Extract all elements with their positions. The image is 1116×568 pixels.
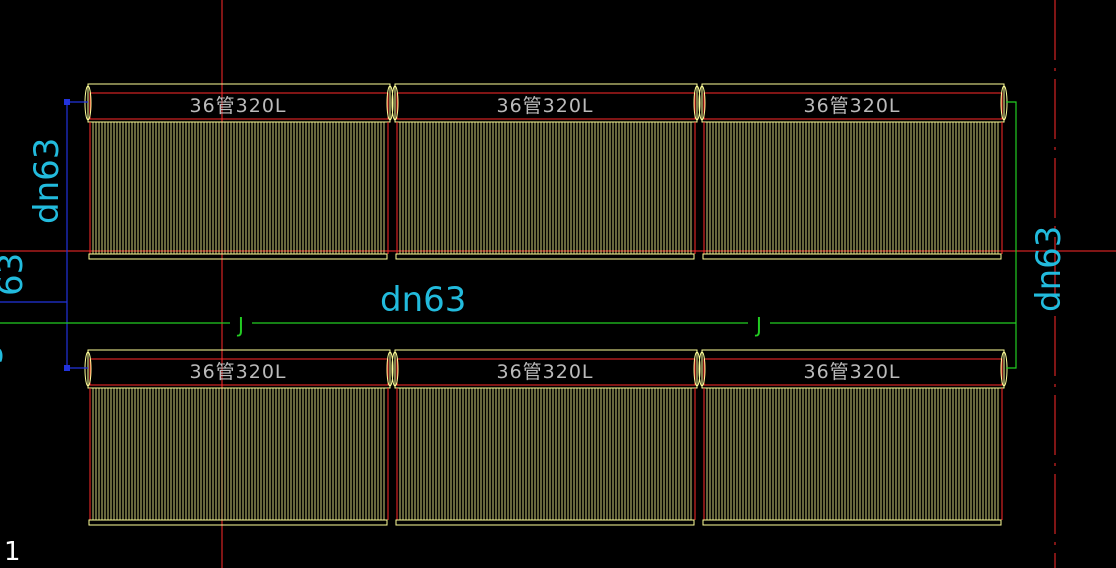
panel-end-cap: [698, 85, 706, 121]
panel-end-cap: [84, 351, 92, 387]
panel-bottom-rail: [395, 253, 695, 260]
piping: J J: [0, 99, 1017, 371]
panel-header-tank: [394, 83, 698, 123]
panel-header-inner: [703, 92, 1003, 120]
panel-header-inner: [89, 92, 389, 120]
right-riser-pipe: [1006, 101, 1017, 369]
pipe-node-bottom: [64, 365, 70, 371]
panel-header-inner: [89, 358, 389, 386]
solar-panel: 36管320L: [391, 349, 701, 526]
solar-panel: 36管320L: [84, 83, 394, 260]
panel-end-cap: [391, 351, 399, 387]
pipe-marker-2: J: [754, 313, 762, 337]
panel-header-tank: [701, 349, 1005, 389]
panel-header-tank: [87, 349, 391, 389]
panel-end-cap: [693, 85, 701, 121]
panel-header-tank: [87, 83, 391, 123]
center-pipe-label: dn63: [380, 280, 466, 320]
panel-end-cap: [84, 85, 92, 121]
panel-header-tank: [701, 83, 1005, 123]
marker-gap-1: [230, 314, 252, 332]
panel-bottom-rail: [88, 519, 388, 526]
pipe-labels: dn63 dn63 dn63 63 3: [0, 138, 1069, 364]
panel-header-inner: [703, 358, 1003, 386]
solar-panel: 36管320L: [84, 349, 394, 526]
panel-end-cap: [386, 85, 394, 121]
panel-header-tank: [394, 349, 698, 389]
panel-bottom-rail: [88, 253, 388, 260]
left-vertical-pipe-label: dn63: [27, 138, 67, 224]
panel-end-cap: [698, 351, 706, 387]
panel-end-cap: [391, 85, 399, 121]
panel-end-cap: [1000, 351, 1008, 387]
panel-capacity-label: 36管320L: [803, 95, 900, 117]
panel-header-inner: [396, 92, 696, 120]
panel-capacity-label: 36管320L: [803, 361, 900, 383]
marker-gap-2: [748, 314, 770, 332]
solar-panel: 36管320L: [698, 349, 1008, 526]
panel-header-inner: [396, 358, 696, 386]
panel-bottom-rail: [395, 519, 695, 526]
solar-panel-array: 36管320L 36管320L 36管320L 36管320L 36管320L 36管32…: [84, 83, 1008, 526]
panel-capacity-label: 36管320L: [496, 95, 593, 117]
panel-end-cap: [386, 351, 394, 387]
left-edge-pipe-label-bottom: 3: [0, 345, 10, 364]
panel-capacity-label: 36管320L: [189, 95, 286, 117]
pipe-node-top: [64, 99, 70, 105]
panel-capacity-label: 36管320L: [496, 361, 593, 383]
solar-panel: 36管320L: [391, 83, 701, 260]
panel-capacity-label: 36管320L: [189, 361, 286, 383]
left-riser-pipe: [66, 101, 88, 369]
left-edge-pipe-label-top: 63: [0, 253, 31, 296]
pipe-marker-1: J: [236, 313, 244, 337]
solar-panel: 36管320L: [698, 83, 1008, 260]
panel-end-cap: [1000, 85, 1008, 121]
corner-label: 1: [4, 537, 21, 567]
panel-bottom-rail: [702, 253, 1002, 260]
panel-end-cap: [693, 351, 701, 387]
right-vertical-pipe-label: dn63: [1029, 226, 1069, 312]
panel-bottom-rail: [702, 519, 1002, 526]
